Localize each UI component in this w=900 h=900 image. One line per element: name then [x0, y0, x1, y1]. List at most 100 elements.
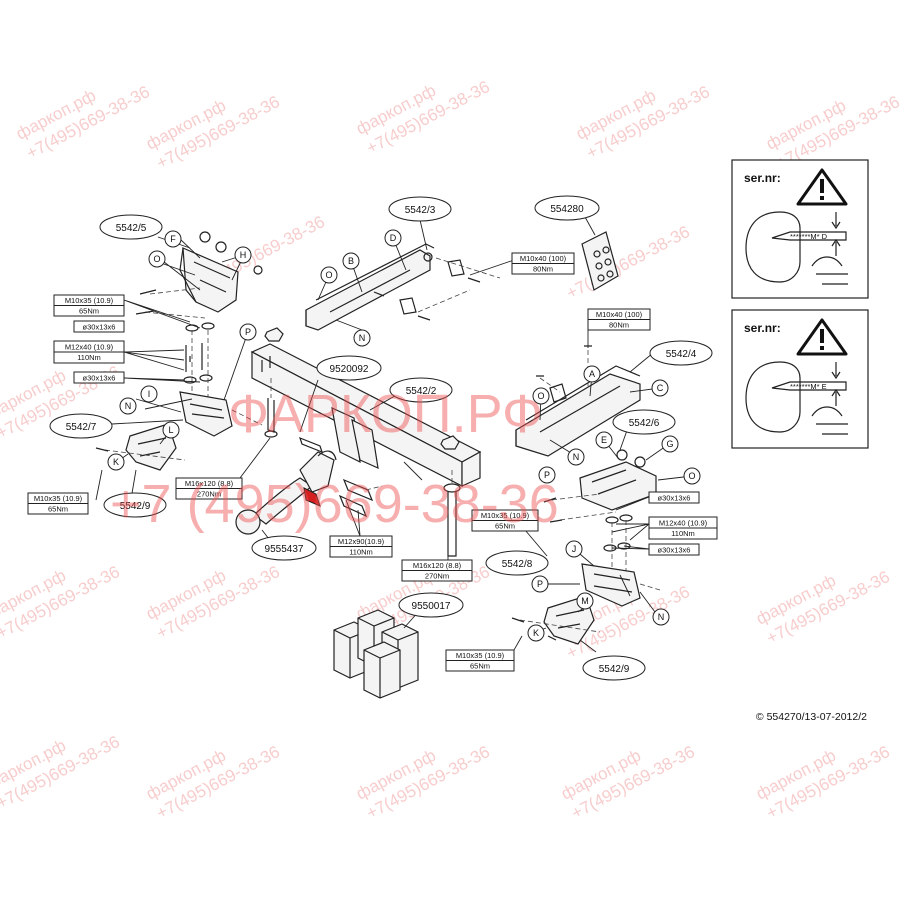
towball-9555437	[235, 450, 383, 535]
svg-text:M: M	[581, 596, 589, 606]
svg-text:O: O	[153, 254, 160, 264]
svg-text:65Nm: 65Nm	[470, 662, 490, 671]
spec-box-s11: ø30x13x6	[648, 491, 700, 504]
label-5542-3: 5542/3	[388, 196, 452, 222]
callout-J: J	[565, 540, 583, 558]
callout-M: M	[576, 592, 594, 610]
svg-text:5542/4: 5542/4	[666, 349, 697, 360]
label-5542-5: 5542/5	[99, 214, 163, 240]
svg-text:ø30x13x6: ø30x13x6	[658, 494, 691, 503]
spec-box-s6: M16x120 (8.8) 270Nm	[175, 477, 243, 500]
svg-text:K: K	[533, 628, 539, 638]
svg-text:D: D	[390, 233, 397, 243]
svg-text:270Nm: 270Nm	[425, 572, 449, 581]
svg-text:A: A	[589, 369, 595, 379]
svg-text:B: B	[348, 256, 354, 266]
callout-O: O	[320, 266, 338, 284]
callout-H: H	[234, 246, 252, 264]
svg-text:M10x35 (10.9): M10x35 (10.9)	[481, 511, 530, 520]
label-5542-9-left: 5542/9	[103, 492, 167, 518]
label-5542-8: 5542/8	[485, 550, 549, 576]
svg-text:5542/9: 5542/9	[120, 501, 151, 512]
spec-box-s14: ø30x13x6	[648, 543, 700, 556]
svg-text:ø30x13x6: ø30x13x6	[658, 546, 691, 555]
callout-O: O	[148, 250, 166, 268]
svg-text:C: C	[657, 383, 664, 393]
svg-text:ø30x13x6: ø30x13x6	[83, 323, 116, 332]
spec-box-s3: M12x40 (10.9) 110Nm	[53, 340, 125, 364]
label-5542-6: 5542/6	[612, 409, 676, 435]
svg-text:270Nm: 270Nm	[197, 490, 221, 499]
spec-box-s9: M10x40 (100) 80Nm	[511, 252, 575, 275]
warning-triangle-icon	[796, 318, 848, 356]
svg-text:5542/7: 5542/7	[66, 422, 97, 433]
warning-triangle-icon	[796, 168, 848, 206]
watermark-word: ФАРКОП.РФ	[228, 384, 543, 444]
svg-text:65Nm: 65Nm	[495, 522, 515, 531]
svg-text:P: P	[544, 470, 550, 480]
callout-A: A	[583, 365, 601, 383]
svg-text:M12x40 (10.9): M12x40 (10.9)	[659, 519, 708, 528]
spec-box-s4: ø30x13x6	[73, 371, 125, 384]
spec-box-s13: M12x40 (10.9) 110Nm	[648, 516, 718, 540]
svg-text:J: J	[572, 544, 577, 554]
svg-text:O: O	[688, 471, 695, 481]
svg-text:F: F	[170, 234, 176, 244]
svg-text:E: E	[601, 435, 607, 445]
spec-box-s15: M10x35 (10.9) 65Nm	[445, 649, 515, 672]
callout-D: D	[384, 229, 402, 247]
label-5542-2: 5542/2	[389, 377, 453, 403]
callout-circles: O F H P I N L K B D O N A C O N E G O J …	[107, 229, 701, 642]
svg-text:N: N	[573, 452, 580, 462]
label-9555437: 9555437	[251, 535, 317, 561]
label-5542-9-right: 5542/9	[582, 655, 646, 681]
svg-text:K: K	[113, 457, 119, 467]
svg-text:P: P	[537, 579, 543, 589]
svg-text:M10x35 (10.9): M10x35 (10.9)	[65, 296, 114, 305]
svg-text:N: N	[359, 333, 366, 343]
svg-text:9520092: 9520092	[330, 364, 369, 375]
left-fasteners	[183, 322, 215, 400]
callout-B: B	[342, 252, 360, 270]
callout-L: L	[162, 421, 180, 439]
plate-554280	[581, 231, 619, 291]
callout-O: O	[683, 467, 701, 485]
callout-N: N	[353, 329, 371, 347]
label-9520092: 9520092	[316, 355, 382, 381]
callout-C: C	[651, 379, 669, 397]
svg-text:65Nm: 65Nm	[48, 505, 68, 514]
svg-text:G: G	[666, 439, 673, 449]
serial-label: ser.nr:	[744, 321, 781, 335]
callout-N: N	[119, 397, 137, 415]
label-5542-7: 5542/7	[49, 413, 113, 439]
callout-P: P	[239, 323, 257, 341]
svg-text:N: N	[125, 401, 132, 411]
callout-E: E	[595, 431, 613, 449]
callout-G: G	[661, 435, 679, 453]
svg-text:M10x35 (10.9): M10x35 (10.9)	[34, 494, 83, 503]
spec-box-s10: M10x40 (100) 80Nm	[587, 308, 651, 331]
svg-text:O: O	[325, 270, 332, 280]
svg-text:P: P	[245, 327, 251, 337]
callout-I: I	[140, 385, 158, 403]
svg-text:H: H	[240, 250, 247, 260]
spec-box-s8: M16x120 (8.8) 270Nm	[401, 559, 473, 582]
bracket-5542-6	[543, 449, 657, 523]
spec-box-s5: M10x35 (10.9) 65Nm	[27, 492, 89, 515]
spec-box-s12: M10x35 (10.9) 65Nm	[471, 509, 539, 532]
label-9550017: 9550017	[398, 592, 464, 618]
svg-text:110Nm: 110Nm	[77, 353, 101, 362]
svg-text:5542/2: 5542/2	[406, 386, 437, 397]
big-watermark: ФАРКОП.РФ +7 (495)669-38-36	[110, 384, 559, 534]
spec-box-s7: M12x90(10.9) 110Nm	[329, 535, 393, 558]
svg-text:M16x120 (8.8): M16x120 (8.8)	[413, 561, 462, 570]
svg-text:5542/3: 5542/3	[405, 205, 436, 216]
watermark-big-phone: +7 (495)669-38-36	[110, 474, 559, 534]
callout-K: K	[107, 453, 125, 471]
callout-P: P	[538, 466, 556, 484]
spec-box-s2: ø30x13x6	[73, 320, 125, 333]
svg-text:I: I	[148, 389, 151, 399]
svg-text:M12x40 (10.9): M12x40 (10.9)	[65, 343, 114, 352]
spec-box-s1: M10x35 (10.9) 65Nm	[53, 294, 125, 317]
svg-text:O: O	[537, 391, 544, 401]
